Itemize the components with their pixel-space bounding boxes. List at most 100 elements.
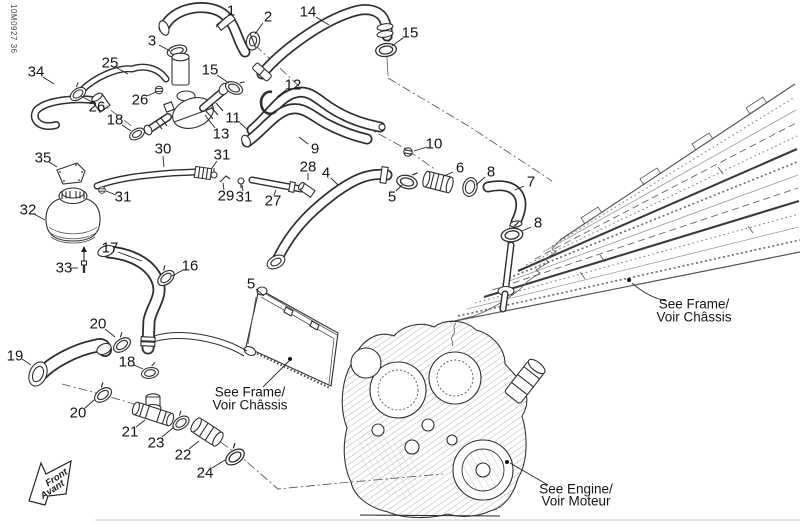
clamp-20b xyxy=(88,380,115,406)
callout-number: 27 xyxy=(265,193,282,210)
callout-number: 10 xyxy=(426,136,443,153)
document-code: 10M0927 36 xyxy=(9,4,18,54)
callout-31: 31 xyxy=(105,189,132,206)
callout-7: 7 xyxy=(514,174,535,191)
gasket-18 xyxy=(129,127,145,141)
callout-6: 6 xyxy=(443,160,464,177)
callout-number: 28 xyxy=(300,159,317,176)
callout-3: 3 xyxy=(148,33,171,52)
callout-15: 15 xyxy=(202,62,230,84)
callout-number: 26 xyxy=(89,99,106,116)
thin-coolant-line xyxy=(149,332,248,357)
callout-number: 29 xyxy=(218,188,235,205)
nut-31 xyxy=(98,186,106,194)
hose-14 xyxy=(252,4,398,82)
elbow-22 xyxy=(190,417,224,447)
hose-27 xyxy=(248,176,305,193)
callout-number: 31 xyxy=(236,189,253,206)
callout-31: 31 xyxy=(211,147,231,169)
callout-number: 34 xyxy=(28,64,45,81)
callout-5: 5 xyxy=(388,184,403,206)
callout-number: 15 xyxy=(202,62,219,79)
engine xyxy=(341,320,546,519)
callout-4: 4 xyxy=(322,165,339,186)
callout-number: 30 xyxy=(155,141,172,158)
callout-8: 8 xyxy=(475,164,495,186)
callout-29: 29 xyxy=(218,182,235,205)
callout-number: 35 xyxy=(35,150,52,167)
callout-number: 8 xyxy=(534,215,542,232)
hose-25 xyxy=(65,63,170,104)
hose-19 xyxy=(28,338,112,387)
hose-1 xyxy=(158,2,251,58)
callout-number: 31 xyxy=(214,147,231,164)
callout-number: 8 xyxy=(487,164,495,181)
callout-13: 13 xyxy=(204,114,229,143)
radiator-plate xyxy=(243,286,339,389)
callout-number: 18 xyxy=(107,112,124,129)
callout-15: 15 xyxy=(391,25,419,47)
note-text: Voir Châssis xyxy=(212,398,287,413)
callout-33: 33 xyxy=(56,260,78,277)
callout-9: 9 xyxy=(298,136,319,158)
callout-24: 24 xyxy=(197,459,226,482)
callout-number: 12 xyxy=(285,77,302,94)
callout-number: 17 xyxy=(102,240,119,257)
callout-number: 25 xyxy=(102,55,119,72)
callout-number: 6 xyxy=(456,160,464,177)
callout-12: 12 xyxy=(276,77,302,98)
fitting-28 xyxy=(297,181,316,199)
callout-1: 1 xyxy=(215,3,235,28)
callout-number: 20 xyxy=(90,316,107,333)
note-engine: See Engine/Voir Moteur xyxy=(505,460,613,509)
tunnel-bracket-bumps xyxy=(580,96,768,225)
hose-4 xyxy=(266,166,393,270)
callout-number: 14 xyxy=(300,4,317,21)
hose-30 xyxy=(93,165,245,190)
callout-number: 32 xyxy=(20,202,37,219)
front-direction-arrow: Front Avant xyxy=(28,459,72,506)
callout-16: 16 xyxy=(171,258,199,277)
callout-number: 15 xyxy=(402,25,419,42)
bolt-31 xyxy=(210,168,218,179)
note-text: Voir Moteur xyxy=(541,494,611,509)
callout-number: 5 xyxy=(247,276,255,293)
callout-28: 28 xyxy=(300,159,317,180)
callout-14: 14 xyxy=(300,4,330,26)
bolt-31b xyxy=(237,177,245,188)
callout-27: 27 xyxy=(265,189,282,210)
callout-number: 31 xyxy=(115,189,132,206)
callout-number: 26 xyxy=(132,92,149,109)
callout-18: 18 xyxy=(119,354,144,371)
callout-30: 30 xyxy=(155,141,172,168)
callout-2: 2 xyxy=(254,9,272,35)
elbow-29 xyxy=(219,175,231,183)
callout-34: 34 xyxy=(28,64,55,85)
note-frame-radiator: See Frame/Voir Châssis xyxy=(212,357,292,413)
callout-number: 22 xyxy=(175,447,192,464)
callout-number: 4 xyxy=(322,165,330,182)
callout-19: 19 xyxy=(7,348,32,366)
callout-35: 35 xyxy=(35,150,58,168)
engine-port-elbow xyxy=(504,358,546,404)
callout-number: 9 xyxy=(311,141,319,158)
callout-number: 2 xyxy=(264,9,272,26)
bolt-33 xyxy=(80,246,88,273)
callout-number: 23 xyxy=(148,435,165,452)
hose-11 xyxy=(241,103,373,148)
clip-12 xyxy=(259,90,277,116)
callout-20: 20 xyxy=(70,399,95,422)
note-text: Voir Châssis xyxy=(656,310,731,325)
callout-number: 33 xyxy=(56,260,73,277)
hose-9 xyxy=(246,86,386,136)
cover-35 xyxy=(56,162,86,185)
callout-number: 16 xyxy=(182,258,199,275)
callout-21: 21 xyxy=(122,419,146,441)
callout-number: 3 xyxy=(148,33,156,50)
note-text: See Frame/ xyxy=(215,385,286,400)
clamp-18b xyxy=(139,361,160,381)
callout-32: 32 xyxy=(20,202,46,221)
note-text: See Frame/ xyxy=(659,297,730,312)
